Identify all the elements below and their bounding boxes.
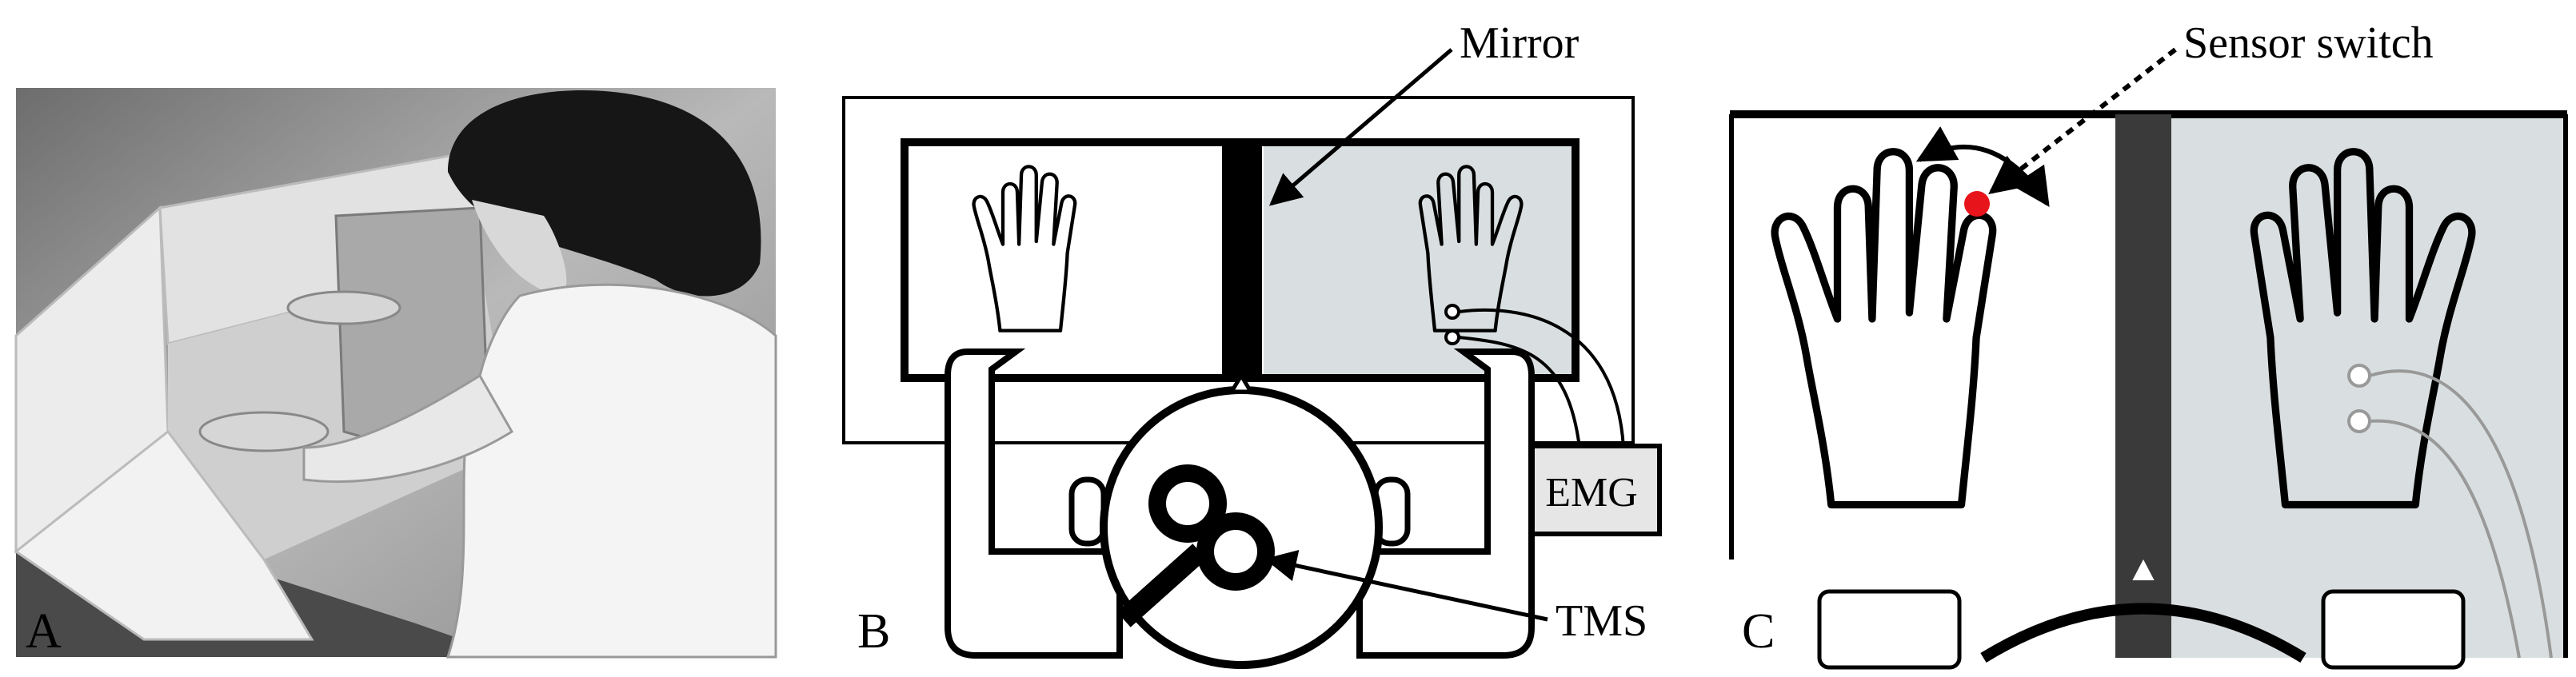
nose-marker-c xyxy=(2132,559,2155,580)
mirror-label: Mirror xyxy=(1460,18,1580,68)
panel-a: A xyxy=(14,88,777,659)
electrode-c-wire-2 xyxy=(2369,419,2521,659)
reflected-hand-wrist xyxy=(2321,589,2466,670)
left-hand-icon xyxy=(974,166,1076,330)
left-shoulder xyxy=(1068,476,1107,547)
right-arm xyxy=(1356,348,1535,659)
photo-box-front-wall xyxy=(14,429,314,641)
left-arm xyxy=(945,348,1123,659)
panel-c-letter: C xyxy=(1742,604,1775,659)
emg-label: EMG xyxy=(1545,470,1638,516)
photo-hand-right xyxy=(286,290,401,325)
electrode-c-top xyxy=(2347,364,2371,388)
panel-c: Sensor switch C xyxy=(1729,18,2568,670)
emg-box xyxy=(1521,444,1662,536)
real-hand-wrist xyxy=(1817,589,1962,670)
sensor-switch-pointer xyxy=(1988,47,2177,194)
photo-person-arm xyxy=(302,373,514,483)
mirror-pointer xyxy=(1268,48,1453,206)
tms-pointer xyxy=(1264,549,1548,622)
photo-hand-left xyxy=(198,411,329,452)
photo-person-face xyxy=(472,200,567,296)
panel-a-letter: A xyxy=(26,604,62,659)
finger-motion-arrow xyxy=(1915,126,2050,207)
photo-person-shirt xyxy=(445,283,777,659)
sensor-switch-label: Sensor switch xyxy=(2183,18,2434,68)
electrode-bottom xyxy=(1444,329,1460,345)
sensor-switch-dot xyxy=(1964,191,1990,217)
real-hand-icon xyxy=(1775,152,1993,505)
electrode-wire-1 xyxy=(1458,308,1625,448)
electrode-wire-2 xyxy=(1458,336,1581,448)
electrode-c-wire-1 xyxy=(2369,369,2553,659)
tms-label: TMS xyxy=(1556,596,1647,646)
electrode-top xyxy=(1444,304,1460,320)
head-arc xyxy=(1980,603,2306,663)
photo-person-hair xyxy=(448,90,761,297)
panel-b: EMG Mirror TMS B xyxy=(842,18,1662,669)
electrode-c-bottom xyxy=(2347,409,2371,433)
panel-b-letter: B xyxy=(857,604,890,659)
nose-marker xyxy=(1228,372,1255,394)
mirror-side-area xyxy=(1264,142,1576,378)
mirror-bar xyxy=(1222,142,1262,378)
